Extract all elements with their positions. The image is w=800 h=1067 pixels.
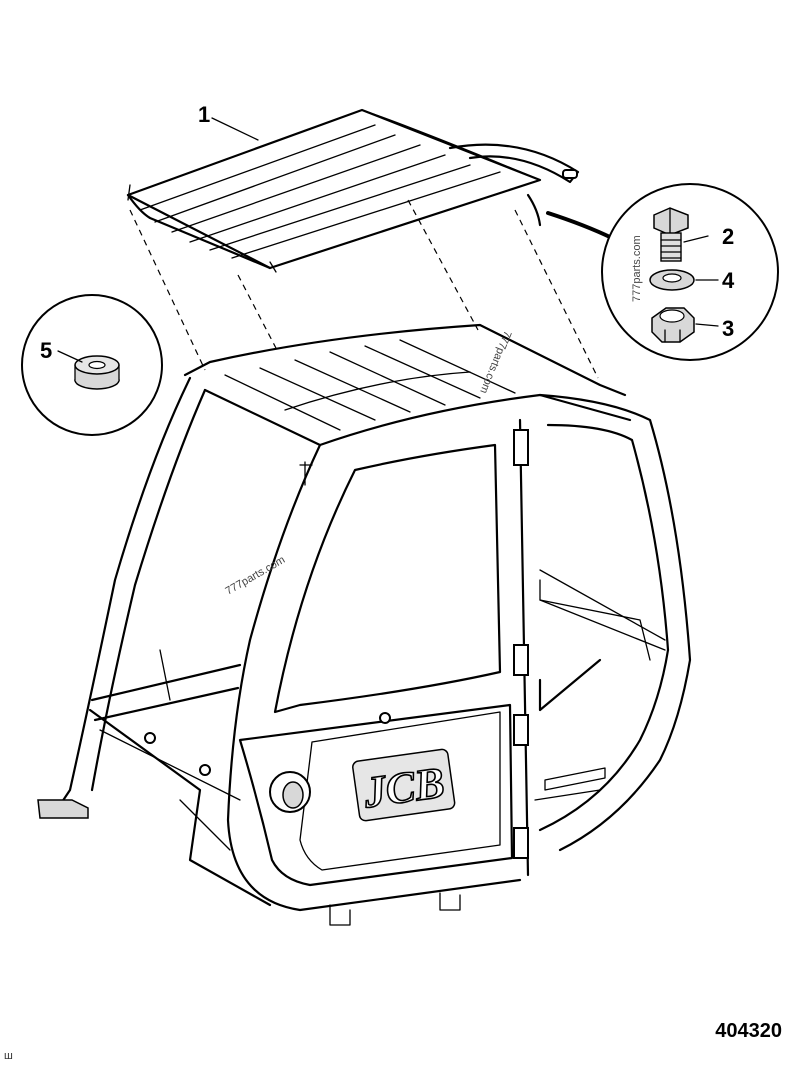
nut [651, 307, 719, 343]
callout-5: 5 [40, 338, 52, 363]
watermark-cab: 777parts.com [224, 554, 288, 598]
watermark-roof: 777parts.com [477, 329, 513, 395]
detail-circle-fasteners [601, 183, 779, 361]
figure-number: 404320 [715, 1020, 782, 1042]
callout-4: 4 [722, 268, 735, 293]
roof-guard [126, 108, 580, 273]
watermark-vertical: 777parts.com [631, 235, 643, 302]
callout-2: 2 [722, 224, 734, 249]
alignment-lines [129, 199, 599, 379]
corner-mark: ш [4, 1050, 13, 1062]
bolt [653, 207, 709, 262]
callout-1: 1 [198, 102, 259, 141]
svg-text:1: 1 [198, 102, 210, 127]
callout-3: 3 [722, 316, 734, 341]
jcb-logo-text: JCB [360, 758, 448, 818]
washer [649, 269, 719, 291]
fastener-leader [546, 211, 614, 240]
detail-circle-item-5 [21, 294, 163, 436]
jcb-logo: JCB [352, 748, 456, 822]
cab-body [37, 323, 692, 926]
